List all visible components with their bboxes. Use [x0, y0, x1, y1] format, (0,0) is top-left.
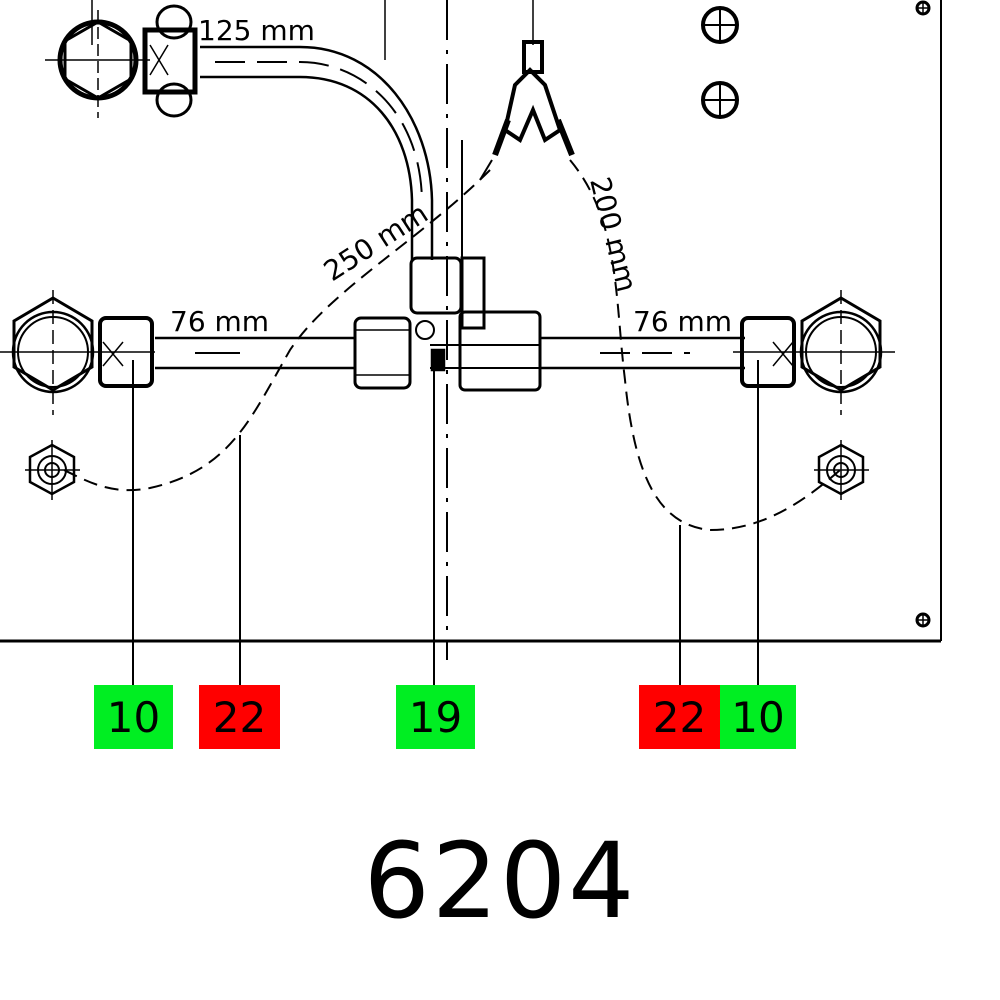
elbow-fitting-right	[733, 290, 895, 415]
dimension-label: 76 mm	[170, 305, 269, 338]
dimension-label: 76 mm	[633, 305, 732, 338]
hose-250mm	[59, 169, 491, 492]
dimension-label: 250 mm	[318, 197, 434, 288]
elbow-fitting-left	[0, 290, 155, 415]
mounting-hole	[701, 6, 739, 119]
elbow-fitting-top-left	[45, 0, 198, 118]
screw-mark	[915, 0, 931, 628]
part-callout-10-right[interactable]: 10	[720, 685, 796, 749]
hex-nut-left	[25, 440, 80, 500]
diagram-page-number: 6204	[363, 820, 637, 942]
hose-125mm	[200, 45, 434, 260]
dimension-label: 200 mm	[583, 174, 643, 295]
part-callout-10-left[interactable]: 10	[94, 685, 173, 749]
y-connector	[479, 0, 575, 181]
part-callout-19[interactable]: 19	[396, 685, 475, 749]
part-callout-22-right[interactable]: 22	[639, 685, 720, 749]
tee-fitting	[353, 256, 542, 392]
dimension-label: 125 mm	[198, 14, 315, 47]
hex-nut-right	[814, 440, 869, 500]
part-callout-22-left[interactable]: 22	[199, 685, 280, 749]
